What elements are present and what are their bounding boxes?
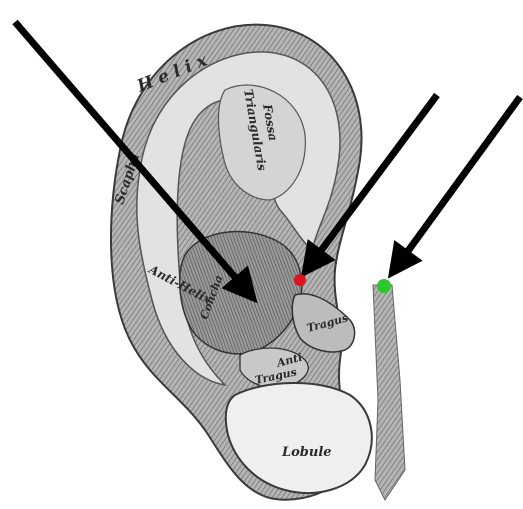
red-marker <box>294 274 306 286</box>
label-lobule: Lobule <box>281 445 332 460</box>
cheek-strip <box>373 285 405 500</box>
arrow-right <box>392 97 520 273</box>
green-marker <box>377 279 391 293</box>
